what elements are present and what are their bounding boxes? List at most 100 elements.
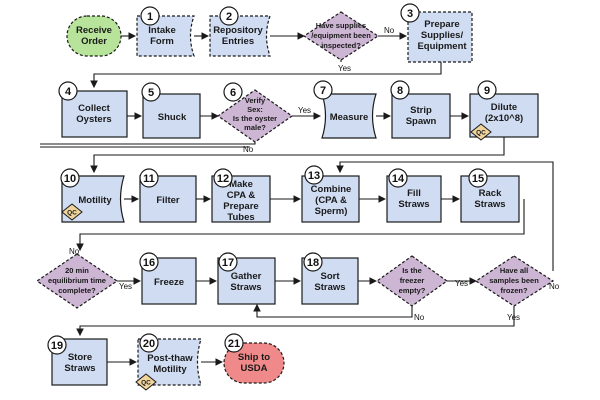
svg-text:Supplies/: Supplies/ bbox=[421, 30, 464, 41]
svg-text:21: 21 bbox=[228, 338, 240, 350]
svg-text:2: 2 bbox=[226, 11, 232, 23]
svg-text:Fill: Fill bbox=[407, 188, 421, 199]
edge-label-verify-yes: Yes bbox=[298, 106, 311, 115]
svg-text:QC: QC bbox=[67, 210, 77, 217]
edge-labels: No Yes Yes No No Yes Yes No No Yes bbox=[69, 26, 560, 322]
edge-dilute-motility bbox=[90, 137, 505, 174]
edge-label-supplies-yes: Yes bbox=[338, 64, 351, 73]
svg-text:20 min: 20 min bbox=[65, 266, 89, 275]
node-receive-order: Receive Order bbox=[66, 15, 122, 57]
svg-text:Filter: Filter bbox=[156, 195, 180, 206]
svg-text:QC: QC bbox=[141, 380, 151, 387]
svg-text:QC: QC bbox=[476, 130, 486, 137]
svg-text:Store: Store bbox=[68, 352, 92, 363]
svg-text:frozen?: frozen? bbox=[500, 286, 528, 295]
node-ship-to-usda: Ship to USDA 21 bbox=[223, 333, 285, 384]
edge-label-equil-no: No bbox=[69, 247, 80, 256]
edge-label-frozen-yes: Yes bbox=[507, 313, 520, 322]
svg-text:Straws: Straws bbox=[474, 199, 505, 210]
node-repository-entries: Repository Entries 2 bbox=[209, 6, 271, 57]
node-post-thaw-motility: Post-thaw Motility 20 QC bbox=[135, 333, 202, 391]
node-motility: Motility 10 QC bbox=[60, 168, 125, 223]
svg-text:Straws: Straws bbox=[314, 282, 345, 293]
decision-all-frozen: Have all samples been frozen? bbox=[474, 255, 555, 307]
svg-text:Have all: Have all bbox=[500, 266, 528, 275]
svg-text:USDA: USDA bbox=[241, 363, 268, 374]
svg-text:6: 6 bbox=[230, 87, 236, 99]
svg-text:empty?: empty? bbox=[399, 286, 426, 295]
svg-text:Prepare: Prepare bbox=[223, 201, 258, 212]
node-filter: Filter 11 bbox=[139, 168, 197, 223]
svg-text:samples been: samples been bbox=[489, 276, 539, 285]
svg-text:18: 18 bbox=[307, 257, 319, 269]
svg-text:(2x10^8): (2x10^8) bbox=[485, 113, 523, 124]
decision-freezer-empty: Is the freezer empty? bbox=[375, 255, 449, 307]
edge-frozen-no bbox=[336, 161, 554, 271]
svg-text:Have supplies: Have supplies bbox=[316, 21, 366, 30]
svg-text:16: 16 bbox=[143, 257, 155, 269]
svg-text:Entries: Entries bbox=[222, 36, 254, 47]
node-dilute: Dilute (2x10^8) 9 QC bbox=[469, 80, 539, 141]
qc-badge: QC bbox=[61, 203, 83, 221]
svg-text:Straws: Straws bbox=[230, 282, 261, 293]
svg-text:Spawn: Spawn bbox=[406, 116, 437, 127]
svg-text:Freeze: Freeze bbox=[154, 277, 184, 288]
svg-text:Collect: Collect bbox=[78, 103, 111, 114]
svg-text:10: 10 bbox=[64, 173, 76, 185]
edge-label-verify-no: No bbox=[243, 145, 254, 154]
svg-text:Sperm): Sperm) bbox=[315, 206, 348, 217]
svg-text:Post-thaw: Post-thaw bbox=[147, 353, 193, 364]
svg-text:CPA &: CPA & bbox=[227, 190, 256, 201]
svg-text:freezer: freezer bbox=[400, 276, 425, 285]
svg-text:(CPA &: (CPA & bbox=[315, 195, 347, 206]
svg-text:Gather: Gather bbox=[231, 271, 262, 282]
node-fill-straws: Fill Straws 14 bbox=[386, 168, 442, 223]
svg-text:3: 3 bbox=[407, 8, 413, 20]
node-rack-straws: Rack Straws 15 bbox=[460, 168, 520, 223]
decision-verify-sex: Verify Sex: Is the oyster male? 6 bbox=[216, 82, 294, 143]
svg-text:12: 12 bbox=[217, 173, 229, 185]
edge-freezer-no bbox=[253, 303, 413, 318]
edge-label-freezer-yes: Yes bbox=[455, 279, 468, 288]
svg-text:5: 5 bbox=[148, 87, 154, 99]
svg-text:Sex:: Sex: bbox=[247, 105, 263, 114]
node-freeze: Freeze 16 bbox=[139, 252, 197, 305]
node-sort-straws: Sort Straws 18 bbox=[301, 252, 359, 305]
edge-label-frozen-no: No bbox=[549, 282, 560, 291]
edge-label-freezer-no: No bbox=[414, 313, 425, 322]
svg-text:Is the oyster: Is the oyster bbox=[233, 114, 277, 123]
edge-verify-no bbox=[40, 139, 256, 145]
svg-text:Oysters: Oysters bbox=[76, 114, 111, 125]
svg-text:Verify: Verify bbox=[245, 96, 266, 105]
node-store-straws: Store Straws 19 bbox=[47, 335, 108, 386]
node-combine: Combine (CPA & Sperm) 13 bbox=[301, 165, 360, 223]
svg-text:1: 1 bbox=[147, 11, 153, 23]
svg-text:Order: Order bbox=[81, 36, 107, 47]
edge-label-equil-yes: Yes bbox=[119, 282, 132, 291]
svg-text:Dilute: Dilute bbox=[491, 102, 517, 113]
svg-text:Receive: Receive bbox=[76, 25, 112, 36]
svg-text:equilibrium time: equilibrium time bbox=[48, 276, 106, 285]
svg-text:20: 20 bbox=[143, 338, 155, 350]
svg-text:Motility: Motility bbox=[153, 364, 187, 375]
svg-text:Tubes: Tubes bbox=[227, 212, 254, 223]
svg-text:8: 8 bbox=[397, 85, 403, 97]
qc-badge: QC bbox=[470, 123, 492, 141]
node-collect-oysters: Collect Oysters 4 bbox=[58, 81, 128, 138]
edge-rack-equil bbox=[76, 199, 525, 252]
svg-text:Combine: Combine bbox=[311, 184, 352, 195]
svg-text:19: 19 bbox=[51, 340, 63, 352]
svg-text:11: 11 bbox=[143, 173, 155, 185]
node-measure: Measure 7 bbox=[313, 80, 377, 139]
svg-text:Straws: Straws bbox=[64, 363, 95, 374]
node-make-cpa: Make CPA & Prepare Tubes 12 bbox=[211, 168, 271, 223]
svg-text:/equipment been: /equipment been bbox=[311, 31, 371, 40]
svg-text:male?: male? bbox=[244, 123, 266, 132]
node-shuck: Shuck 5 bbox=[141, 82, 201, 139]
svg-text:Sort: Sort bbox=[321, 271, 341, 282]
svg-text:complete?: complete? bbox=[58, 286, 96, 295]
svg-text:Strip: Strip bbox=[410, 105, 432, 116]
svg-text:inspected?: inspected? bbox=[321, 41, 361, 50]
node-intake-form: Intake Form 1 bbox=[136, 6, 195, 57]
